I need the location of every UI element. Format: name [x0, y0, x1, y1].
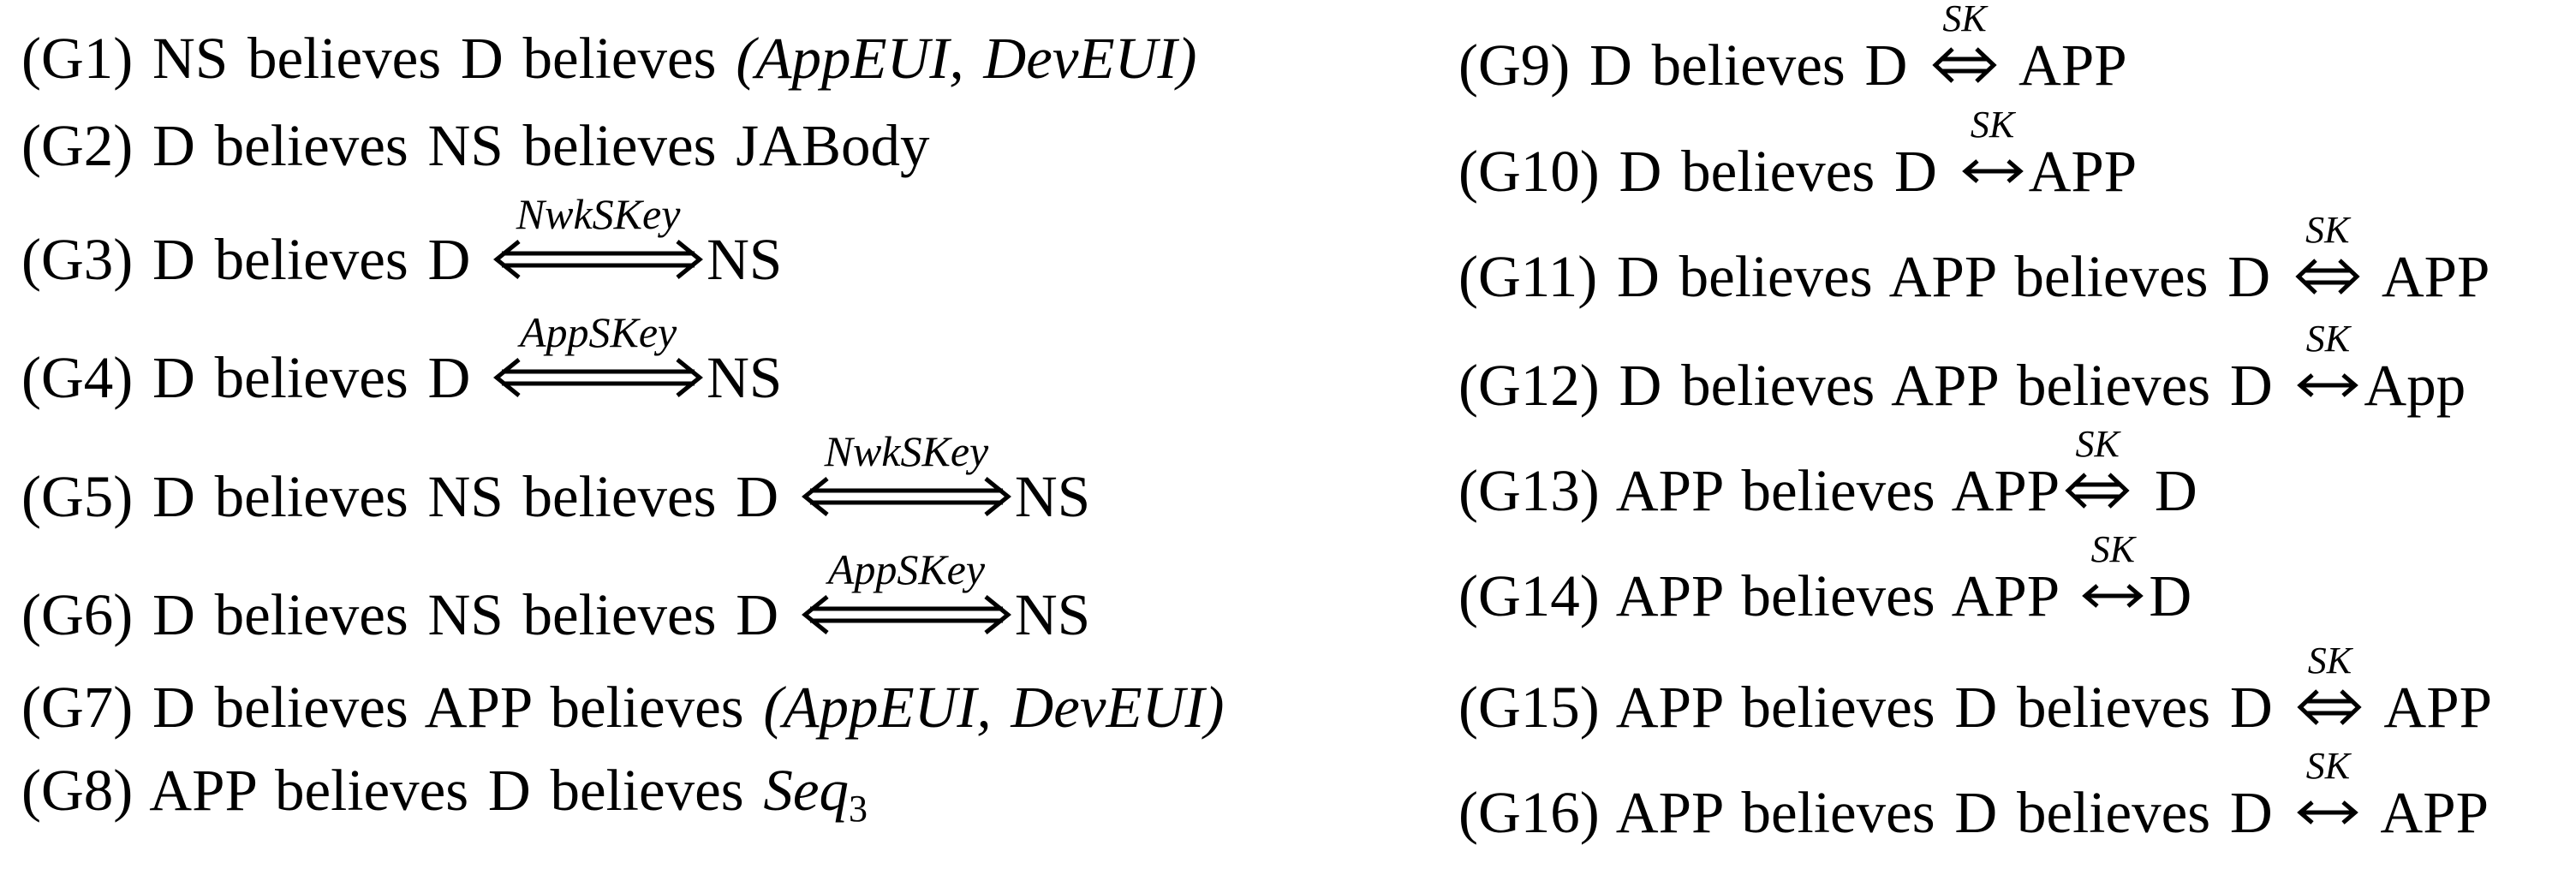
text-segment: D — [2149, 563, 2192, 628]
double-arrow-icon — [2292, 687, 2367, 727]
math-term: (AppEUI, DevEUI) — [736, 26, 1197, 91]
shared-key-arrow: SK — [2077, 531, 2149, 616]
shared-key-arrow: SK — [1957, 106, 2029, 191]
goal-line-g13: (G13) APP believes APP SK D — [1458, 426, 2197, 523]
goal-line-g16: (G16) APP believes D believes D SK APP — [1458, 747, 2489, 845]
key-label: SK — [2090, 528, 2136, 570]
text-segment: App — [2364, 353, 2466, 418]
goal-line-g10: (G10) D believes D SK APP — [1458, 106, 2138, 204]
key-label: AppSKey — [827, 545, 986, 593]
text-segment: NS — [707, 345, 783, 410]
text-segment: (G5) D believes NS believes D — [21, 464, 798, 529]
goal-line-g1: (G1) NS believes D believes (AppEUI, Dev… — [21, 29, 1196, 88]
key-label: SK — [2075, 423, 2120, 465]
text-segment: (G11) D believes APP believes D — [1458, 244, 2290, 309]
text-segment: (G10) D believes D — [1458, 139, 1957, 204]
text-segment: APP — [2002, 33, 2127, 98]
text-segment: NS — [707, 227, 783, 292]
text-segment: (G3) D believes D — [21, 227, 491, 292]
text-segment: (G4) D believes D — [21, 345, 491, 410]
text-segment: APP — [2028, 139, 2138, 204]
goal-line-g8: (G8) APP believes D believes Seq3 — [21, 761, 868, 828]
shared-key-arrow: AppSKey — [490, 311, 707, 397]
key-label: NwkSKey — [516, 190, 681, 238]
shared-key-arrow: SK — [2290, 211, 2365, 296]
double-arrow-icon — [1927, 45, 2002, 85]
single-arrow-icon — [1957, 152, 2029, 191]
single-arrow-icon — [2292, 793, 2364, 832]
goal-line-g14: (G14) APP believes APP SK D — [1458, 531, 2191, 626]
long-double-arrow-icon — [798, 595, 1015, 634]
text-segment: (G7) D believes APP believes — [21, 675, 764, 740]
goal-line-g9: (G9) D believes D SK APP — [1458, 0, 2127, 98]
long-double-arrow-icon — [490, 358, 707, 397]
text-segment: APP — [2367, 675, 2492, 740]
long-double-arrow-icon — [490, 240, 707, 279]
text-segment: (G1) NS believes D believes — [21, 26, 736, 91]
key-label: NwkSKey — [824, 427, 989, 475]
text-segment: (G12) D believes APP believes D — [1458, 353, 2293, 418]
text-segment: NS — [1014, 582, 1091, 647]
shared-key-arrow: AppSKey — [798, 548, 1015, 634]
text-segment: NS — [1014, 464, 1091, 529]
text-segment: (G9) D believes D — [1458, 33, 1928, 98]
goal-line-g7: (G7) D believes APP believes (AppEUI, De… — [21, 678, 1224, 737]
text-segment: (G2) D believes NS believes JABody — [21, 113, 930, 178]
goal-line-g11: (G11) D believes APP believes D SK APP — [1458, 211, 2490, 309]
shared-key-arrow: SK — [2292, 747, 2364, 832]
math-term: (AppEUI, DevEUI) — [763, 675, 1225, 740]
text-segment: (G8) APP believes D believes — [21, 758, 764, 823]
single-arrow-icon — [2292, 366, 2364, 405]
shared-key-arrow: NwkSKey — [798, 430, 1015, 516]
text-segment: (G14) APP believes APP — [1458, 563, 2078, 628]
text-segment: (G13) APP believes APP — [1458, 458, 2060, 523]
text-segment: APP — [2364, 244, 2490, 309]
text-segment: D — [2135, 458, 2197, 523]
shared-key-arrow: NwkSKey — [490, 193, 707, 279]
single-arrow-icon — [2077, 576, 2149, 616]
key-label: SK — [2305, 318, 2351, 360]
text-segment: (G16) APP believes D believes D — [1458, 780, 2293, 845]
key-label: SK — [1970, 104, 2015, 146]
key-label: SK — [1942, 0, 1987, 39]
shared-key-arrow: SK — [2292, 320, 2364, 405]
subscript: 3 — [848, 788, 868, 830]
math-term: Seq — [763, 758, 849, 823]
shared-key-arrow: SK — [1927, 0, 2002, 85]
shared-key-arrow: SK — [2060, 426, 2135, 510]
text-segment: APP — [2364, 780, 2489, 845]
key-label: SK — [2307, 640, 2352, 682]
key-label: SK — [2305, 209, 2350, 251]
long-double-arrow-icon — [798, 477, 1015, 516]
key-label: SK — [2305, 745, 2351, 787]
text-segment: (G6) D believes NS believes D — [21, 582, 798, 647]
text-segment: (G15) APP believes D believes D — [1458, 675, 2293, 740]
double-arrow-icon — [2060, 471, 2135, 510]
shared-key-arrow: SK — [2292, 642, 2367, 727]
goal-line-g2: (G2) D believes NS believes JABody — [21, 116, 930, 176]
key-label: AppSKey — [519, 308, 677, 356]
goal-line-g15: (G15) APP believes D believes D SK APP — [1458, 642, 2492, 740]
double-arrow-icon — [2290, 257, 2365, 296]
goal-line-g12: (G12) D believes APP believes D SK App — [1458, 320, 2466, 418]
